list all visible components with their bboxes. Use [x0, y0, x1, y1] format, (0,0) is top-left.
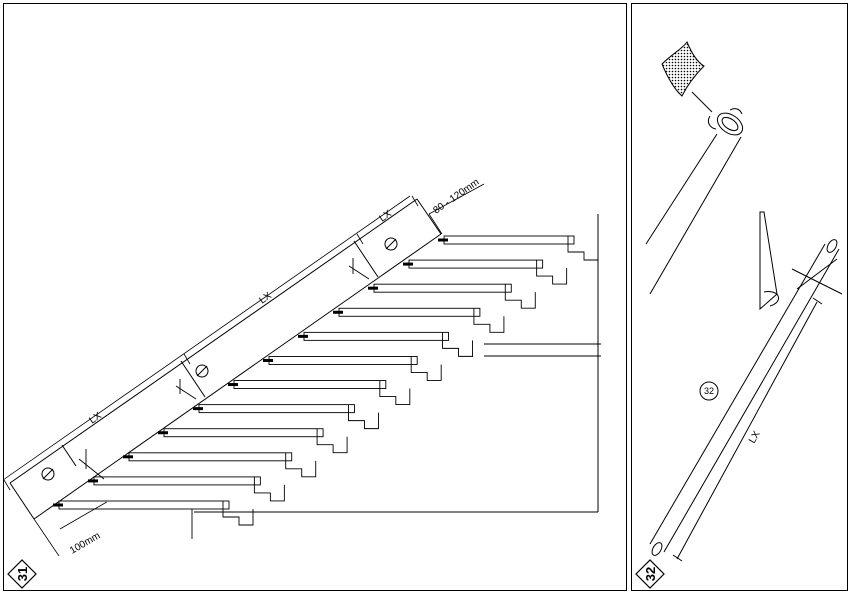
- tread-bracket: [379, 380, 411, 405]
- tread-bracket: [410, 356, 442, 381]
- cut-symbols: [41, 237, 398, 481]
- rail-joints: [61, 240, 379, 467]
- part-callout: 32: [699, 381, 719, 401]
- stair-tread: [268, 356, 418, 365]
- handrail-tube-top: [645, 112, 744, 295]
- dimension-lines: [4, 183, 485, 557]
- stair-tread: [338, 307, 481, 317]
- lx-label-lower: LX: [87, 410, 104, 426]
- stair-tread: [303, 331, 449, 341]
- tread-bracket: [222, 501, 254, 526]
- lx-label: LX: [747, 429, 763, 445]
- rotation-arrows: [691, 91, 743, 130]
- stair-tread: [163, 428, 324, 438]
- step-number-badge: 31: [7, 559, 37, 589]
- step-32-panel: 32 LX 32: [631, 3, 848, 591]
- tread-bracket: [473, 308, 505, 333]
- step-number-badge: 32: [635, 559, 665, 589]
- step-31-panel: 80 - 120mm 100mm LX LX LX 31: [3, 3, 627, 591]
- rail-preparation-drawing: 32 LX 32: [635, 40, 843, 589]
- spacing-dimension-label: 80 - 120mm: [431, 177, 481, 217]
- stair-tread: [128, 452, 293, 462]
- stair-tread: [233, 380, 387, 389]
- tread-bracket: [348, 404, 379, 430]
- tread-bracket: [536, 260, 568, 285]
- step-number-31: 31: [15, 567, 30, 581]
- tread-bracket: [316, 428, 348, 454]
- stair-tread: [408, 259, 544, 269]
- rail-brackets: [78, 258, 370, 480]
- tread-bracket: [442, 332, 473, 357]
- tread-bracket: [285, 452, 317, 478]
- handrail-tube-long: [649, 239, 843, 562]
- stair-tread: [443, 235, 575, 245]
- step-number-32: 32: [643, 567, 658, 581]
- stair-treads: [53, 235, 599, 539]
- offset-dimension-label: 100mm: [68, 530, 102, 556]
- tread-bracket: [504, 284, 536, 309]
- stair-tread: [93, 476, 261, 486]
- stair-tread: [198, 404, 355, 414]
- stair-tread: [58, 500, 230, 510]
- callout-32: 32: [704, 386, 714, 396]
- handrail: [9, 198, 442, 520]
- bracket-profile: [759, 211, 779, 311]
- stair-tread: [373, 283, 512, 293]
- tread-bracket: [567, 236, 599, 261]
- handrail-installation-drawing: 80 - 120mm 100mm LX LX LX 31: [4, 177, 601, 589]
- wall-outline: [194, 214, 601, 513]
- abrasive-pad: [661, 40, 705, 97]
- lx-label-upper: LX: [377, 208, 394, 224]
- tread-bracket: [253, 476, 285, 502]
